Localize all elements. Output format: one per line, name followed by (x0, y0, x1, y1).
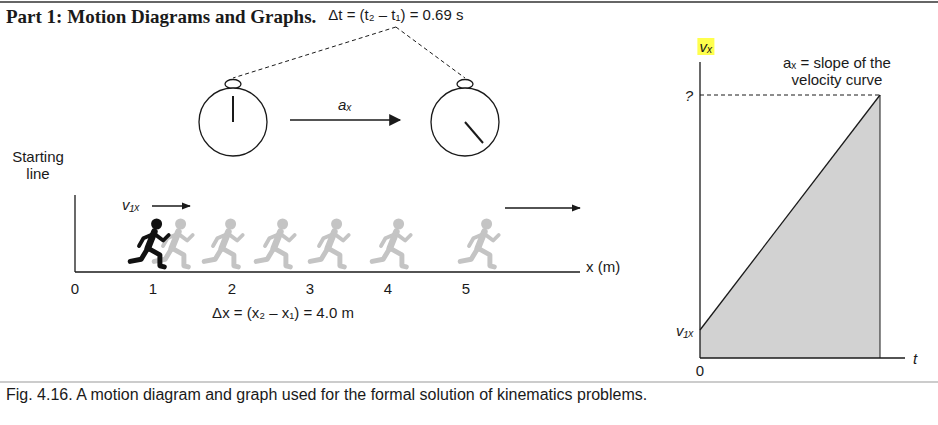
runner-figure (256, 219, 295, 267)
leader-line (396, 27, 465, 78)
origin-label: 0 (696, 362, 704, 379)
final-velocity-guide (700, 95, 880, 96)
runner-figure (372, 219, 411, 267)
tick-label: 5 (462, 280, 470, 297)
tick-label: 0 (71, 280, 79, 297)
runner-figure (310, 219, 349, 267)
velocity-label: v₁ₓ (676, 322, 694, 339)
area-under-curve (700, 95, 880, 358)
end-time-line (880, 95, 881, 358)
velocity-arrow (152, 205, 190, 206)
acceleration-arrow (290, 119, 400, 121)
acceleration-label: aₓ (338, 96, 352, 113)
t-axis (700, 357, 905, 358)
stopwatch (199, 80, 267, 157)
starting-line (74, 195, 75, 272)
unknown-value: ? (685, 87, 693, 104)
runner-figure (130, 219, 169, 267)
leader-line (233, 27, 396, 78)
figure-caption: Fig. 4.16. A motion diagram and graph us… (6, 386, 686, 404)
velocity-arrow (505, 207, 580, 208)
axis-label: vₓ (697, 38, 714, 55)
time-interval: Δt = (t₂ – t₁) = 0.69 s (328, 6, 463, 23)
top-rule (0, 1, 938, 3)
axis-label: t (913, 350, 917, 367)
v-axis (699, 62, 700, 358)
tick-label: 3 (306, 280, 314, 297)
tick-label: 2 (228, 280, 236, 297)
tick-label: 1 (149, 280, 157, 297)
velocity-label: v₁ₓ (122, 196, 140, 213)
caption-rule (0, 382, 938, 383)
runner-figure (460, 219, 499, 267)
starting-line-label: Starting line (4, 148, 72, 182)
displacement-label: Δx = (x₂ – x₁) = 4.0 m (212, 304, 354, 321)
slope-note: aₓ = slope of the velocity curve (762, 54, 912, 88)
stopwatch (431, 80, 499, 157)
axis-label: x (m) (586, 258, 620, 275)
tick-label: 4 (384, 280, 392, 297)
x-axis (75, 271, 580, 272)
heading: Part 1: Motion Diagrams and Graphs. (6, 6, 316, 28)
runner-figure (204, 219, 243, 267)
velocity-curve (700, 95, 880, 330)
